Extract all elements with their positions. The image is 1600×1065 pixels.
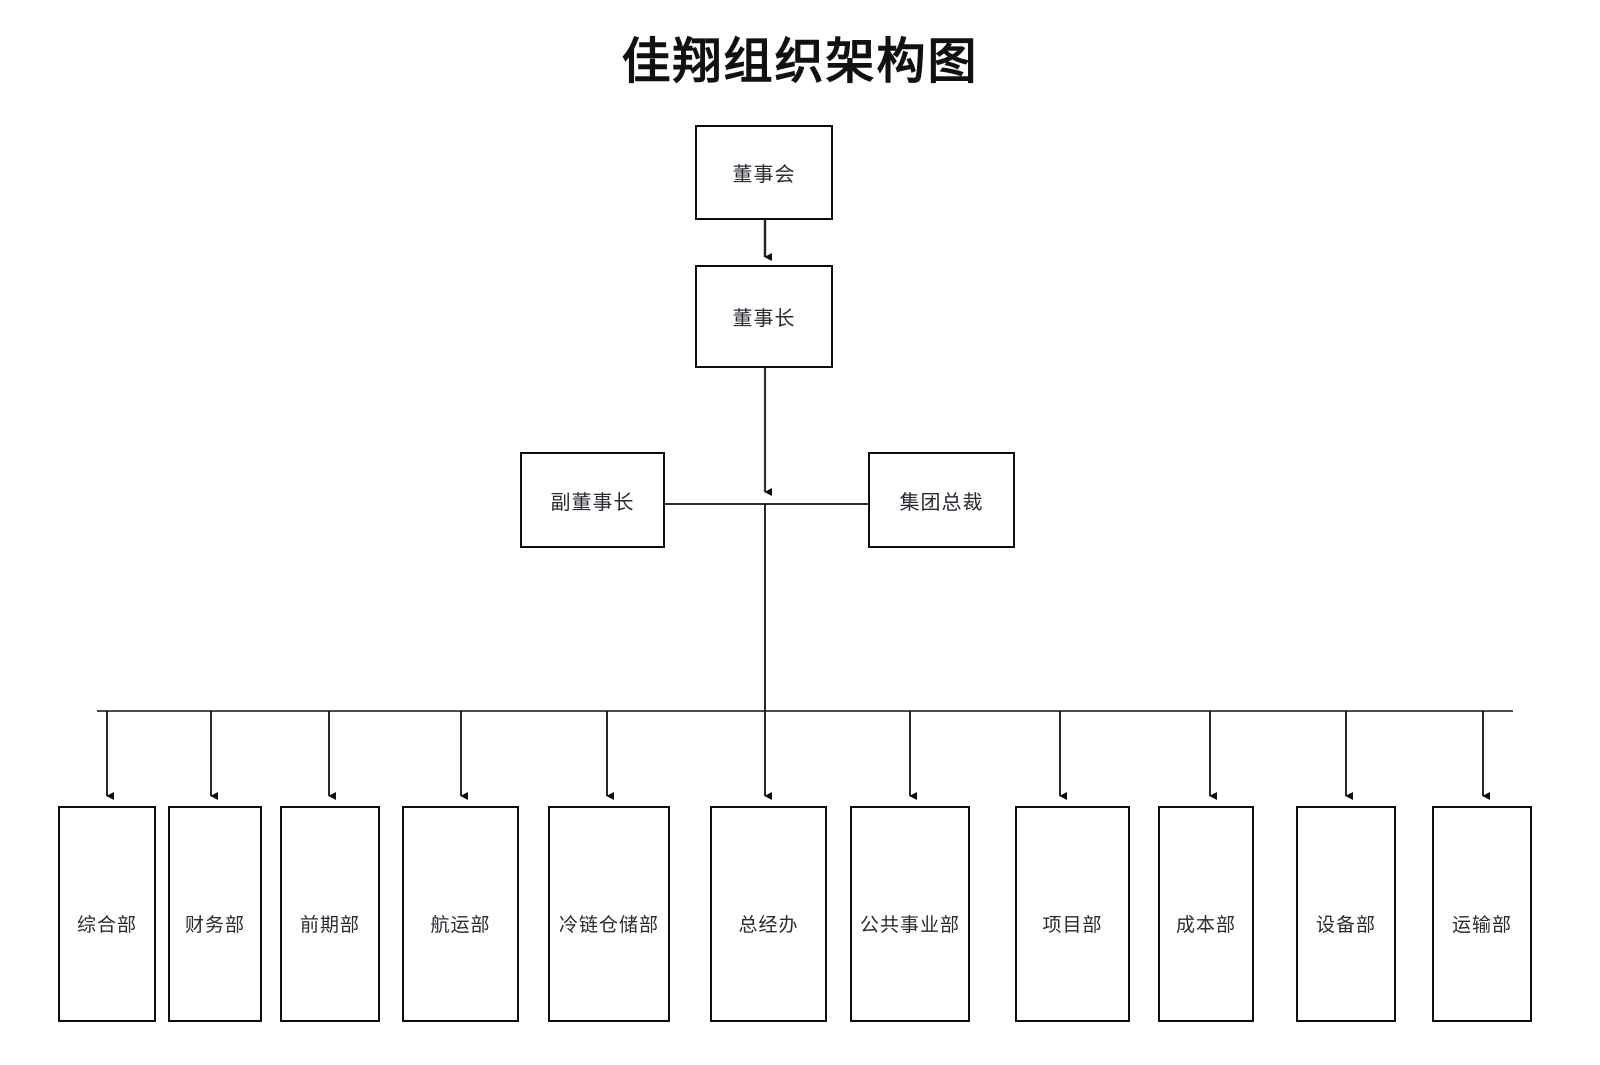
node-label-department-6: 总经办 (738, 915, 799, 936)
node-board-of-directors[interactable]: 董事会 (695, 125, 833, 220)
node-label-department-3: 前期部 (299, 915, 360, 936)
node-chairman[interactable]: 董事长 (695, 265, 833, 368)
node-department-4[interactable]: 航运部 (402, 806, 519, 1022)
node-label-department-5: 冷链仓储部 (558, 915, 659, 936)
node-department-7[interactable]: 公共事业部 (850, 806, 970, 1022)
node-department-6[interactable]: 总经办 (710, 806, 827, 1022)
node-label-department-7: 公共事业部 (859, 915, 960, 936)
node-label-group-president: 集团总裁 (899, 491, 984, 514)
node-label-department-10: 设备部 (1315, 915, 1376, 936)
page-title: 佳翔组织架构图 (621, 34, 979, 89)
node-label-department-2: 财务部 (184, 915, 245, 936)
node-label-chairman: 董事长 (732, 308, 796, 330)
node-label-department-1: 综合部 (76, 915, 137, 936)
node-label-department-9: 成本部 (1175, 915, 1236, 936)
node-label-department-4: 航运部 (430, 915, 491, 936)
node-department-9[interactable]: 成本部 (1158, 806, 1254, 1022)
node-department-5[interactable]: 冷链仓储部 (548, 806, 670, 1022)
node-department-11[interactable]: 运输部 (1432, 806, 1532, 1022)
node-department-1[interactable]: 综合部 (58, 806, 156, 1022)
node-department-2[interactable]: 财务部 (168, 806, 262, 1022)
node-department-8[interactable]: 项目部 (1015, 806, 1130, 1022)
node-label-department-11: 运输部 (1451, 915, 1512, 936)
node-label-vice-chairman: 副董事长 (550, 491, 635, 514)
node-vice-chairman[interactable]: 副董事长 (520, 452, 665, 548)
node-label-board: 董事会 (732, 164, 796, 186)
node-group-president[interactable]: 集团总裁 (868, 452, 1015, 548)
node-department-10[interactable]: 设备部 (1296, 806, 1396, 1022)
node-department-3[interactable]: 前期部 (280, 806, 380, 1022)
node-label-department-8: 项目部 (1042, 915, 1103, 936)
